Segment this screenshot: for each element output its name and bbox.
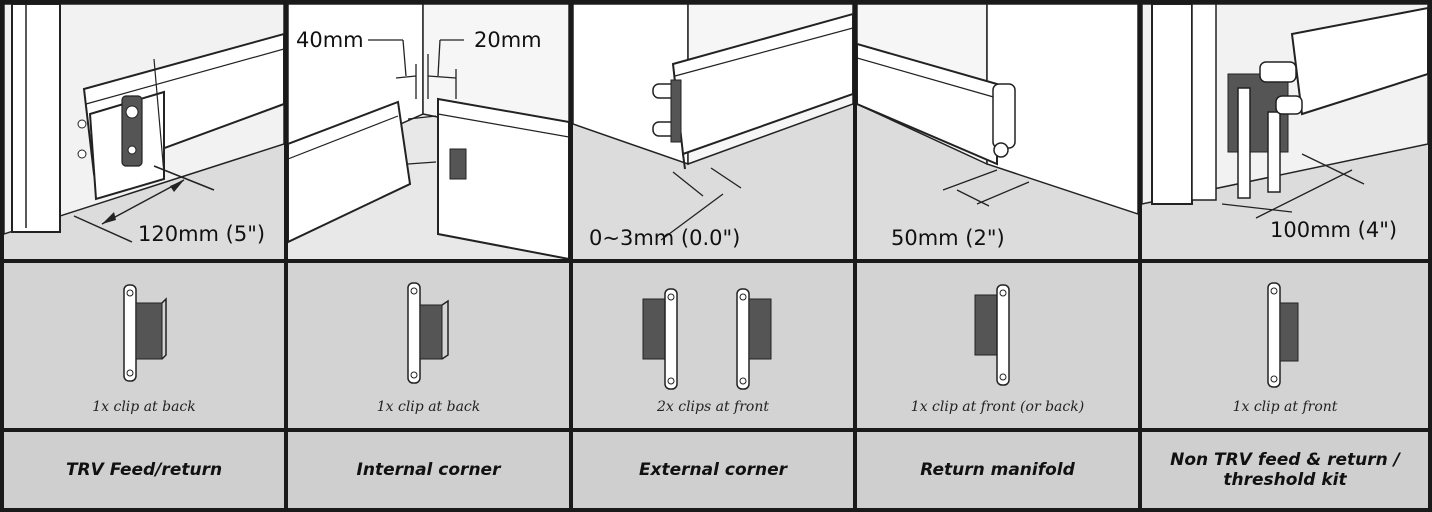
clip-panel-external: 2x clips at front [573, 263, 853, 428]
column-title: TRV Feed/return [65, 460, 223, 480]
external-corner-drawing [573, 4, 853, 259]
non-trv-feed-return-illustration: 100mm (4") [1142, 4, 1428, 259]
title-cell-non-trv: Non TRV feed & return / threshold kit [1142, 432, 1428, 508]
external-corner-illustration: 0~3mm (0.0") [573, 4, 853, 259]
dimension-label-right: 20mm [474, 28, 542, 52]
dimension-label: 120mm (5") [138, 222, 266, 246]
clip-panel-trv: 1x clip at back [4, 263, 284, 428]
clip-icon [974, 284, 1010, 386]
title-cell-internal: Internal corner [288, 432, 569, 508]
column-title-line-2: threshold kit [1223, 470, 1347, 490]
trv-feed-return-illustration: 120mm (5") [4, 4, 284, 259]
dimension-label: 0~3mm (0.0") [589, 226, 741, 250]
clip-pair-icon [642, 288, 772, 390]
column-title: External corner [638, 460, 788, 480]
clip-panel-internal: 1x clip at back [288, 263, 569, 428]
clip-icon [123, 284, 167, 382]
internal-corner-illustration: 40mm 20mm [288, 4, 569, 259]
title-cell-return: Return manifold [857, 432, 1138, 508]
clip-panel-non-trv: 1x clip at front [1142, 263, 1428, 428]
return-manifold-drawing [857, 4, 1138, 259]
column-title: Return manifold [920, 460, 1075, 480]
column-title: Internal corner [356, 460, 501, 480]
dimension-label: 50mm (2") [891, 226, 1005, 250]
title-cell-external: External corner [573, 432, 853, 508]
column-title-line-1: Non TRV feed & return / [1170, 450, 1400, 470]
clip-panel-return: 1x clip at front (or back) [857, 263, 1138, 428]
trv-feed-return-drawing [4, 4, 284, 243]
clip-caption: 2x clips at front [656, 399, 769, 415]
clip-caption: 1x clip at front [1232, 399, 1338, 415]
clip-icon [407, 282, 449, 384]
clip-icon [1267, 282, 1299, 388]
clip-caption: 1x clip at back [376, 399, 481, 415]
dimension-label: 100mm (4") [1270, 218, 1398, 242]
title-cell-trv: TRV Feed/return [4, 432, 284, 508]
dimension-label-left: 40mm [296, 28, 364, 52]
return-manifold-illustration: 50mm (2") [857, 4, 1138, 259]
clip-caption: 1x clip at back [92, 399, 196, 415]
clip-caption: 1x clip at front (or back) [910, 399, 1085, 415]
